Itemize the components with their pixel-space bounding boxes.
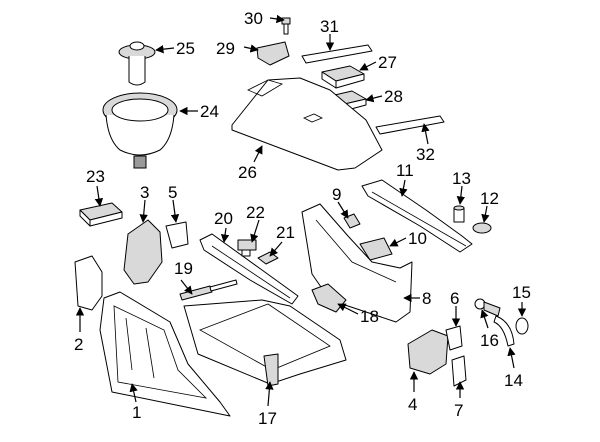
part-19-gas-strut	[179, 279, 238, 301]
callout-8: 8	[422, 289, 431, 308]
part-27-module	[321, 65, 365, 89]
part-32-strip	[375, 115, 445, 135]
callout-15: 15	[512, 283, 531, 302]
part-24-tire-well	[102, 92, 178, 169]
callout-10: 10	[408, 229, 427, 248]
part-25-post	[118, 41, 156, 86]
part-7-clip	[451, 355, 467, 387]
callout-14: 14	[504, 371, 523, 390]
callout-28: 28	[384, 87, 403, 106]
part-13-plug	[453, 205, 465, 223]
callout-6: 6	[450, 289, 459, 308]
callout-2: 2	[74, 335, 83, 354]
callout-18: 18	[360, 307, 379, 326]
part-14-filler	[493, 315, 515, 347]
part-10-box	[359, 237, 393, 261]
part-22-clip	[237, 239, 257, 257]
callout-3: 3	[140, 183, 149, 202]
part-21-clip	[257, 251, 279, 265]
callout-4: 4	[408, 395, 417, 414]
callout-27: 27	[378, 53, 397, 72]
callout-23: 23	[86, 167, 105, 186]
callout-19: 19	[174, 259, 193, 278]
callout-25: 25	[176, 39, 195, 58]
callout-numbers: 30 31 29 25 27 28 24 32 26 23 3 5 11 13 …	[74, 9, 531, 428]
callout-13: 13	[452, 169, 471, 188]
callout-30: 30	[244, 9, 263, 28]
callout-9: 9	[332, 185, 341, 204]
callout-7: 7	[454, 401, 463, 420]
callout-5: 5	[168, 183, 177, 202]
callout-12: 12	[480, 189, 499, 208]
part-29-cover	[256, 41, 290, 66]
part-23-block	[79, 202, 123, 227]
callout-22: 22	[246, 203, 265, 222]
callout-31: 31	[320, 17, 339, 36]
callout-17: 17	[258, 409, 277, 428]
callout-21: 21	[276, 223, 295, 242]
part-16-fitting	[474, 298, 501, 317]
part-17-floor-tray	[183, 299, 347, 387]
part-3-bracket	[123, 219, 163, 285]
callout-29: 29	[216, 39, 235, 58]
part-26-load-floor	[231, 77, 383, 171]
part-2-panel	[74, 255, 103, 311]
part-11-rail	[361, 179, 473, 253]
part-4-reservoir	[407, 329, 449, 375]
callout-20: 20	[214, 209, 233, 228]
callout-24: 24	[200, 102, 219, 121]
callout-26: 26	[238, 163, 257, 182]
part-15-cap	[515, 317, 529, 335]
part-12-cap	[472, 222, 492, 234]
callout-16: 16	[480, 331, 499, 350]
part-5-piece	[165, 221, 189, 249]
callout-32: 32	[416, 145, 435, 164]
callout-1: 1	[132, 403, 141, 422]
part-20-bracket	[199, 233, 299, 305]
callout-11: 11	[396, 161, 414, 180]
part-6-clip	[445, 325, 463, 351]
part-31-strip	[301, 44, 373, 64]
leader-lines	[75, 14, 527, 407]
